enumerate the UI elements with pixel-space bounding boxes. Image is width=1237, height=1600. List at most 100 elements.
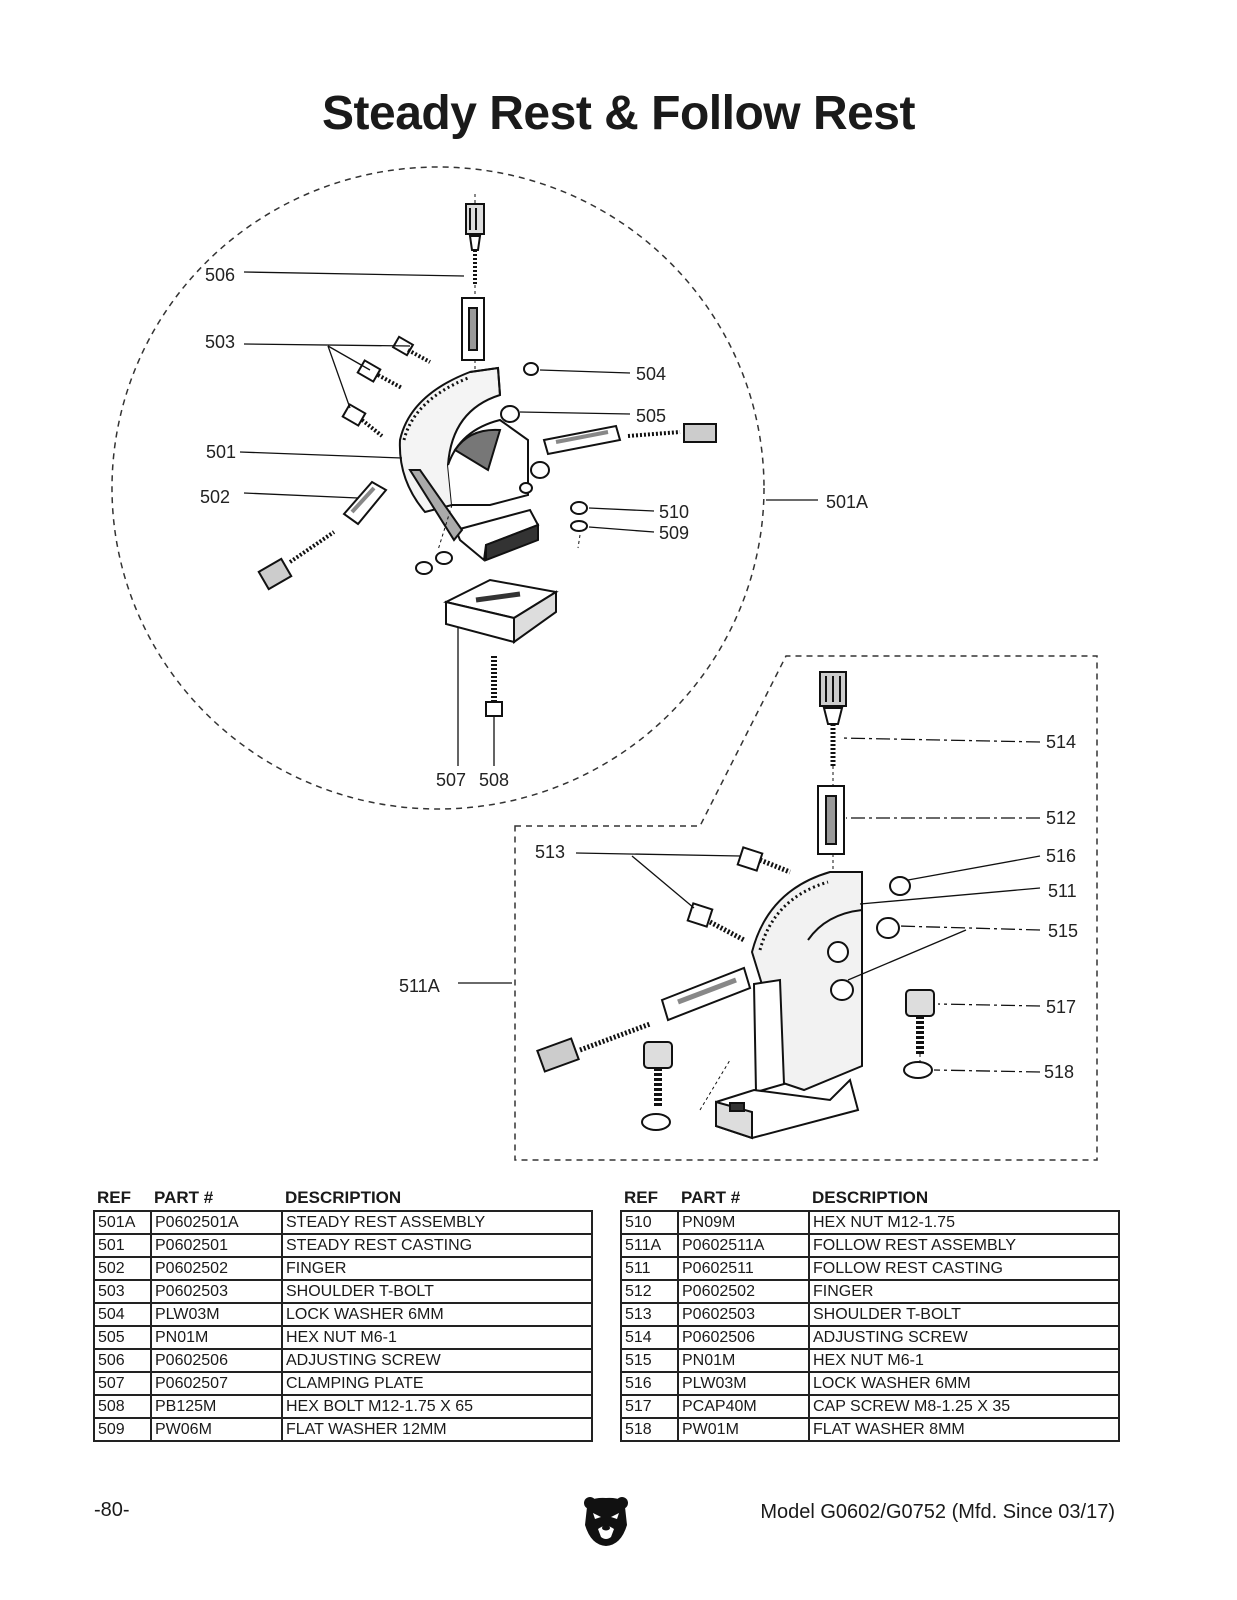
cell-description: LOCK WASHER 6MM xyxy=(808,1371,1120,1396)
cell-ref: 512 xyxy=(620,1279,679,1304)
table-header-row: REF PART # DESCRIPTION xyxy=(621,1184,1119,1211)
cell-ref: 514 xyxy=(620,1325,679,1350)
cell-ref: 502 xyxy=(93,1256,152,1281)
cell-ref: 505 xyxy=(93,1325,152,1350)
cell-description: STEADY REST ASSEMBLY xyxy=(281,1210,593,1235)
cell-description: FOLLOW REST CASTING xyxy=(808,1256,1120,1281)
callout-labels: 506 503 504 505 501 502 510 509 501A 507… xyxy=(200,265,1078,1082)
cell-ref: 501A xyxy=(93,1210,152,1235)
callout-510: 510 xyxy=(659,502,689,522)
cell-part-number: P0602501A xyxy=(150,1210,283,1235)
cell-ref: 501 xyxy=(93,1233,152,1258)
callout-511: 511 xyxy=(1048,881,1077,901)
header-description: DESCRIPTION xyxy=(812,1188,929,1207)
page-title: Steady Rest & Follow Rest xyxy=(322,87,915,140)
cell-description: LOCK WASHER 6MM xyxy=(281,1302,593,1327)
cell-ref: 506 xyxy=(93,1348,152,1373)
cell-description: FINGER xyxy=(281,1256,593,1281)
cell-part-number: PB125M xyxy=(150,1394,283,1419)
cell-part-number: PW06M xyxy=(150,1417,283,1442)
cell-part-number: P0602511A xyxy=(677,1233,810,1258)
cell-part-number: PN01M xyxy=(677,1348,810,1373)
callout-505: 505 xyxy=(636,406,666,426)
cell-part-number: P0602506 xyxy=(677,1325,810,1350)
cell-part-number: PN01M xyxy=(150,1325,283,1350)
callout-509: 509 xyxy=(659,523,689,543)
callout-516: 516 xyxy=(1046,846,1076,866)
cell-description: FOLLOW REST ASSEMBLY xyxy=(808,1233,1120,1258)
header-ref: REF xyxy=(624,1188,658,1207)
cell-ref: 507 xyxy=(93,1371,152,1396)
cell-description: ADJUSTING SCREW xyxy=(808,1325,1120,1350)
cell-part-number: PLW03M xyxy=(677,1371,810,1396)
callout-506: 506 xyxy=(205,265,235,285)
leader-lines xyxy=(239,271,1041,1073)
cell-description: HEX BOLT M12-1.75 X 65 xyxy=(281,1394,593,1419)
cell-part-number: P0602506 xyxy=(150,1348,283,1373)
cell-ref: 511A xyxy=(620,1233,679,1258)
follow-rest-parts xyxy=(536,671,935,1140)
header-part: PART # xyxy=(154,1188,214,1207)
cell-ref: 515 xyxy=(620,1348,679,1373)
callout-501A: 501A xyxy=(826,492,868,512)
cell-part-number: PLW03M xyxy=(150,1302,283,1327)
cell-part-number: P0602502 xyxy=(677,1279,810,1304)
callout-503: 503 xyxy=(205,332,235,352)
cell-ref: 509 xyxy=(93,1417,152,1442)
cell-part-number: P0602507 xyxy=(150,1371,283,1396)
callout-513: 513 xyxy=(535,842,565,862)
cell-description: FINGER xyxy=(808,1279,1120,1304)
page-number: -80- xyxy=(94,1499,130,1521)
header-ref: REF xyxy=(97,1188,131,1207)
callout-515: 515 xyxy=(1048,921,1078,941)
steady-rest-boundary xyxy=(111,166,765,810)
cell-ref: 518 xyxy=(620,1417,679,1442)
cell-ref: 503 xyxy=(93,1279,152,1304)
header-part: PART # xyxy=(681,1188,741,1207)
callout-508: 508 xyxy=(479,770,509,790)
cell-ref: 513 xyxy=(620,1302,679,1327)
cell-description: HEX NUT M6-1 xyxy=(808,1348,1120,1373)
cell-part-number: PCAP40M xyxy=(677,1394,810,1419)
cell-description: STEADY REST CASTING xyxy=(281,1233,593,1258)
callout-501: 501 xyxy=(206,442,236,462)
callout-517: 517 xyxy=(1046,997,1076,1017)
cell-ref: 508 xyxy=(93,1394,152,1419)
callout-511A: 511A xyxy=(399,976,440,996)
header-description: DESCRIPTION xyxy=(285,1188,402,1207)
callout-514: 514 xyxy=(1046,732,1076,752)
follow-rest-boundary xyxy=(514,655,1098,1161)
cell-description: SHOULDER T-BOLT xyxy=(281,1279,593,1304)
callout-512: 512 xyxy=(1046,808,1076,828)
follow-rest-guides xyxy=(699,766,921,1111)
callout-502: 502 xyxy=(200,487,230,507)
cell-description: FLAT WASHER 8MM xyxy=(808,1417,1120,1442)
cell-part-number: P0602503 xyxy=(677,1302,810,1327)
cell-part-number: PN09M xyxy=(677,1210,810,1235)
cell-part-number: P0602511 xyxy=(677,1256,810,1281)
cell-description: ADJUSTING SCREW xyxy=(281,1348,593,1373)
cell-ref: 516 xyxy=(620,1371,679,1396)
cell-part-number: P0602502 xyxy=(150,1256,283,1281)
steady-rest-parts xyxy=(257,203,717,717)
cell-description: CAP SCREW M8-1.25 X 35 xyxy=(808,1394,1120,1419)
